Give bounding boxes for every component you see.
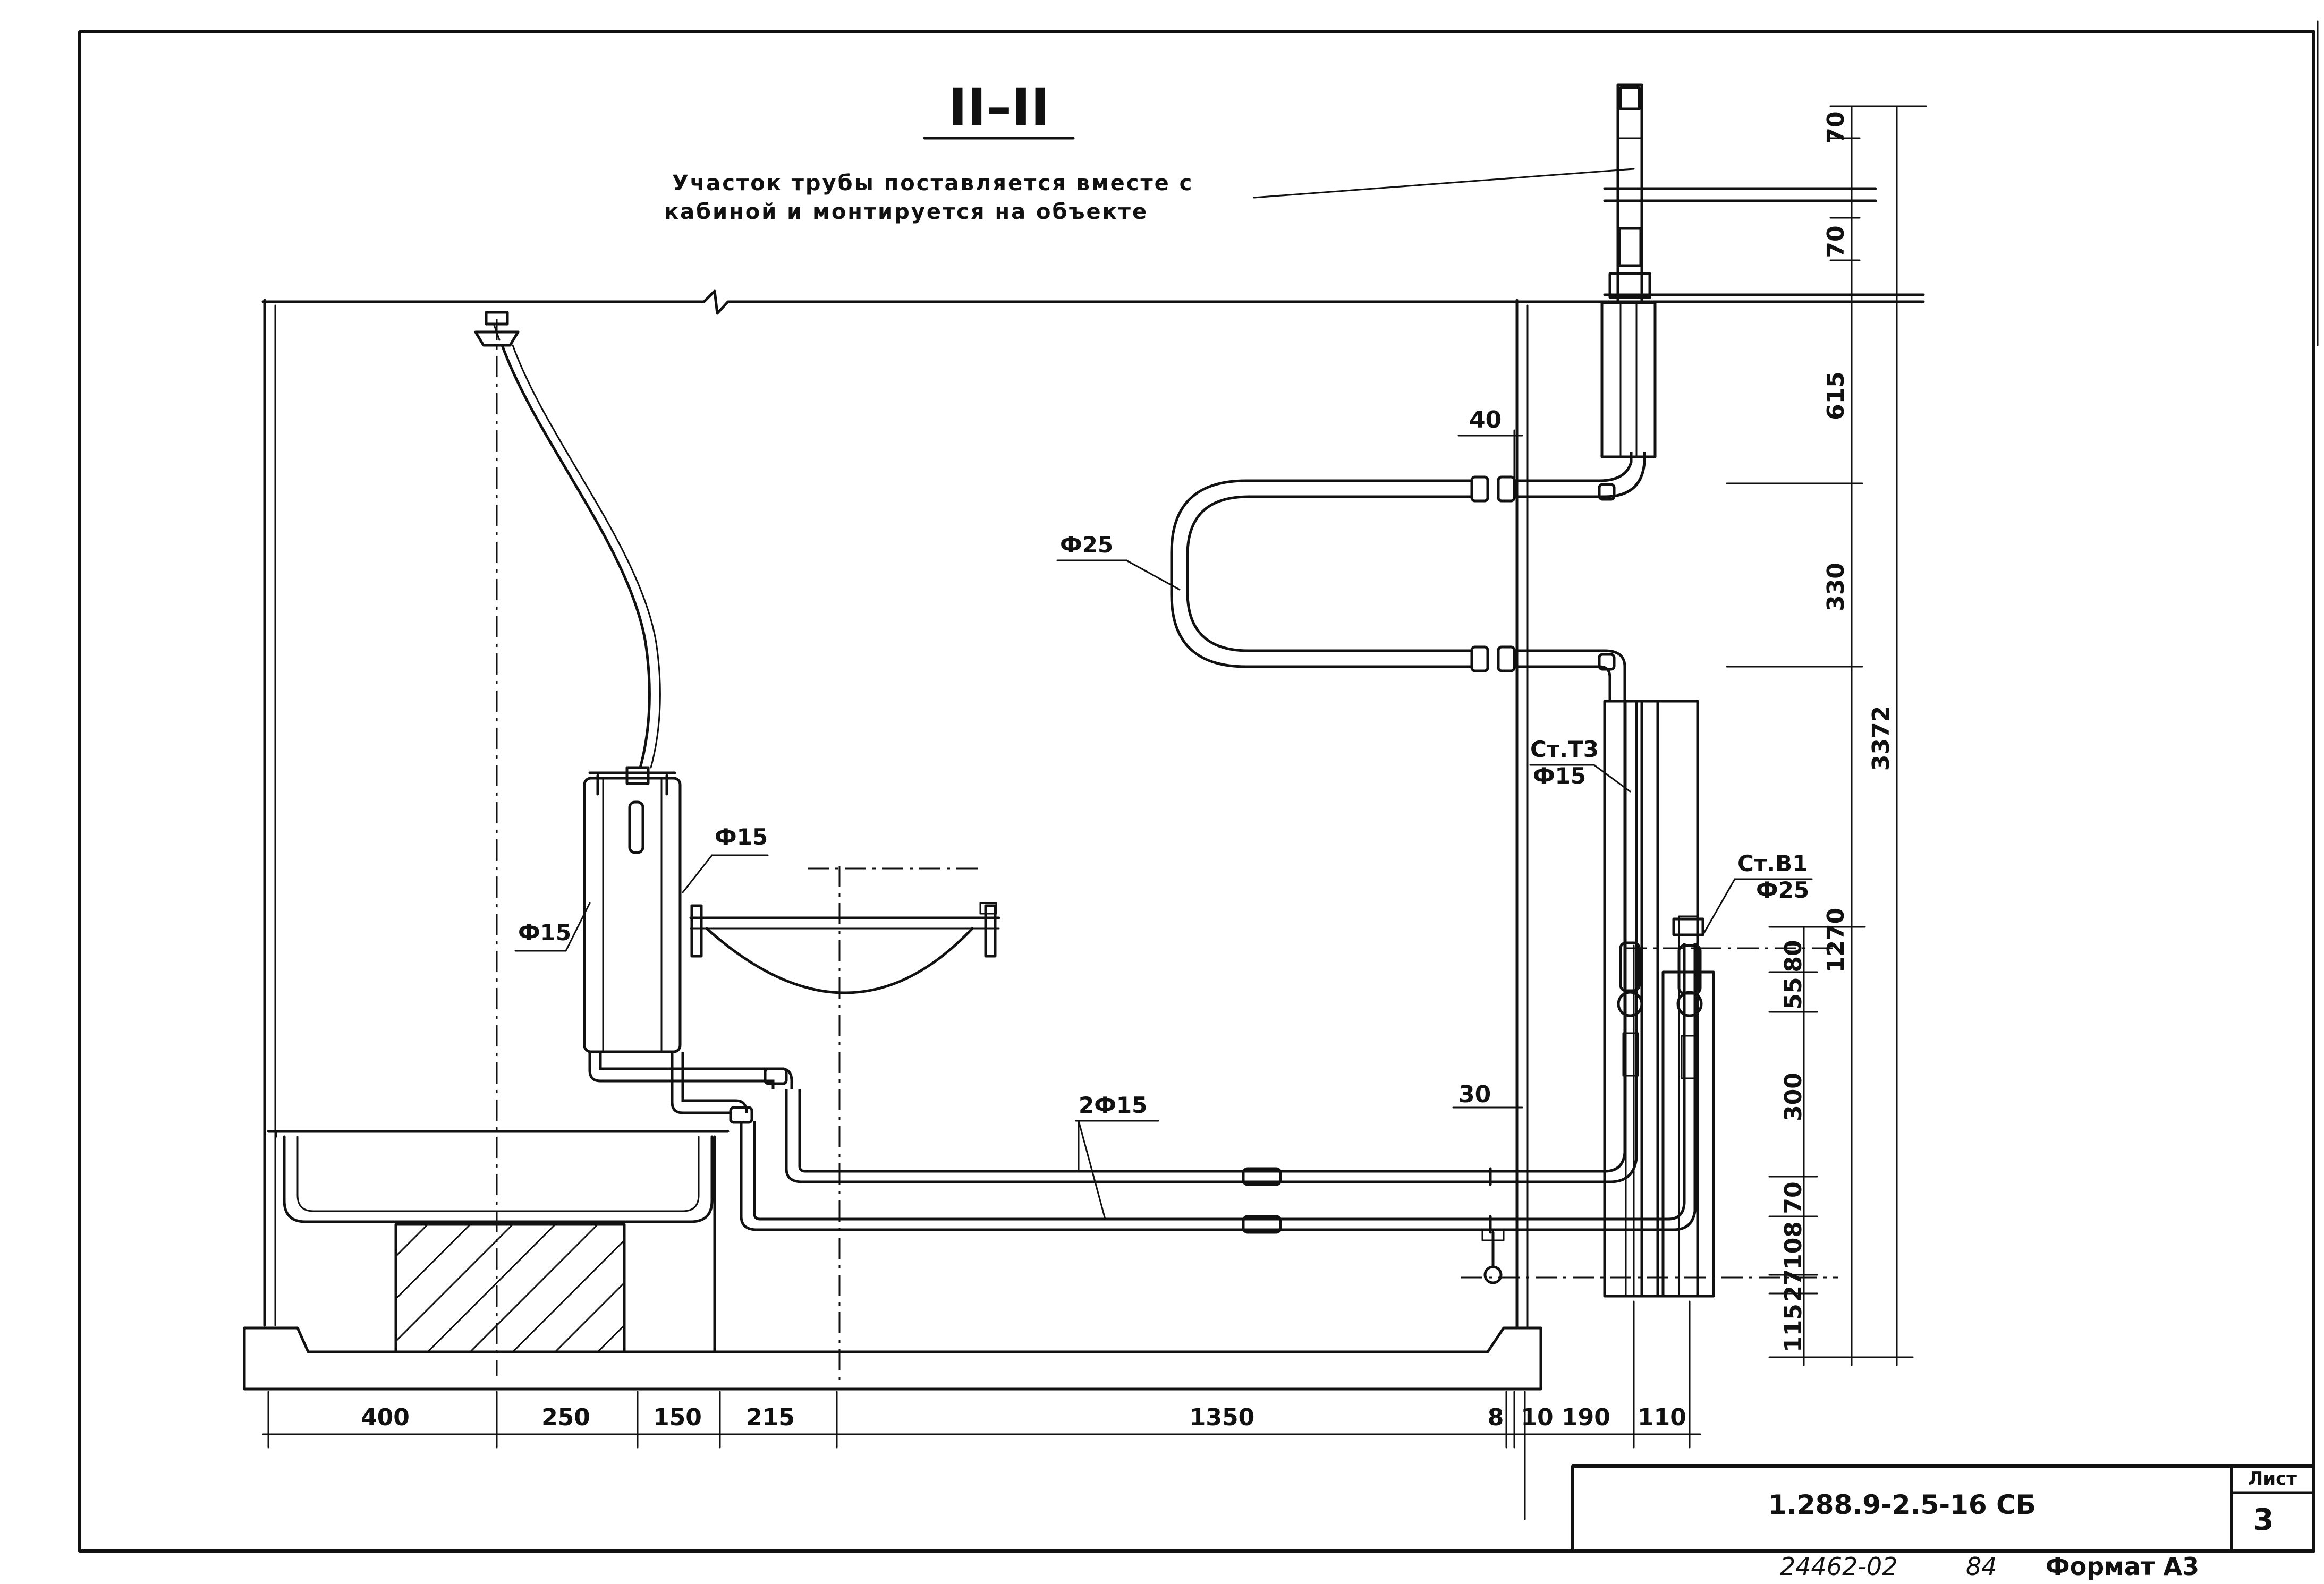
dim-bottom-8: 8: [1488, 1404, 1504, 1431]
right-dimension-chains: [1726, 105, 1927, 1366]
ceiling-break-mark: [702, 289, 730, 315]
label-st-b1-dia: Ф25: [1756, 877, 1809, 903]
dim-30: 30: [1458, 1081, 1491, 1108]
dim-bottom-10: 10: [1521, 1404, 1553, 1431]
dim-right-330: 330: [1822, 563, 1850, 611]
footer-format: Формат А3: [2046, 1552, 2199, 1581]
supply-pipes-2phi15: [588, 701, 1697, 1284]
label-st-t3-dia: Ф15: [1533, 763, 1586, 789]
label-phi15-left: Ф15: [518, 919, 571, 946]
bathtub-body: [283, 1135, 714, 1223]
dim-right-300: 300: [1780, 1072, 1807, 1121]
upper-riser: [1600, 83, 1925, 458]
title-block: [1571, 1464, 2315, 1553]
title-block-doc-code: 1.288.9-2.5-16 СБ: [1768, 1489, 2036, 1520]
shower-hose: [501, 344, 651, 769]
title-block-sheet-number: 3: [2253, 1503, 2274, 1537]
floor-slab: [243, 1326, 1542, 1391]
label-2phi15: 2Ф15: [1079, 1092, 1147, 1118]
footer-inventory: 24462-02: [1780, 1552, 1897, 1581]
dim-bottom-190: 190: [1562, 1404, 1610, 1431]
riser-st-b1: [1661, 915, 1715, 1298]
mixer-column: [583, 766, 682, 1053]
washbasin: [689, 902, 1000, 994]
drawing-frame: [78, 30, 2315, 1553]
dim-right-615: 615: [1822, 371, 1850, 420]
bathtub-support: [394, 1223, 626, 1353]
note-leader: [1253, 168, 1635, 199]
dim-bottom-400: 400: [361, 1404, 410, 1431]
dim-right-55: 55: [1780, 977, 1807, 1009]
leader-phi25-loop-b: [1125, 559, 1181, 591]
dim-right-70c: 70: [1780, 1181, 1807, 1214]
dim-right-70b: 70: [1822, 225, 1850, 258]
dim-bottom-150: 150: [653, 1404, 702, 1431]
leader-2phi15-a: [1078, 1120, 1106, 1220]
dim-right-27: 27: [1780, 1269, 1807, 1301]
title-block-sheet-label: Лист: [2248, 1468, 2297, 1489]
label-st-t3: Ст.Т3: [1530, 736, 1599, 762]
section-title: II–II: [948, 78, 1050, 137]
shower-hose-inner: [512, 344, 661, 769]
dim-bottom-1350: 1350: [1190, 1404, 1254, 1431]
dim-right-3372: 3372: [1868, 706, 1895, 771]
dim-right-115: 115: [1780, 1304, 1807, 1352]
dim-40: 40: [1469, 406, 1502, 433]
support-hatching: [395, 1223, 625, 1353]
dim-right-108: 108: [1780, 1221, 1807, 1270]
dim-right-80: 80: [1780, 940, 1807, 972]
dim-bottom-110: 110: [1638, 1404, 1686, 1431]
note-line-2: кабиной и монтируется на объекте: [664, 200, 1148, 224]
leader-phi15-left-b: [565, 902, 591, 952]
towel-warmer-loop-phi25: [1170, 452, 1646, 701]
leader-st-b1-b: [1702, 878, 1736, 936]
label-phi15-right: Ф15: [715, 824, 768, 850]
dim-right-70a: 70: [1822, 111, 1850, 143]
leader-st-t3-b: [1593, 764, 1631, 793]
footer-code: 84: [1966, 1552, 1997, 1581]
dim-right-1270: 1270: [1822, 908, 1850, 973]
dim-bottom-250: 250: [541, 1404, 590, 1431]
dim-bottom-215: 215: [746, 1404, 795, 1431]
leader-phi15-right-b: [682, 854, 713, 893]
label-phi25-loop: Ф25: [1060, 532, 1113, 558]
note-line-1: Участок трубы поставляется вместе с: [672, 171, 1193, 195]
shower-head: [474, 311, 520, 347]
label-st-b1: Ст.В1: [1737, 850, 1808, 876]
bathtub-inner: [296, 1136, 700, 1212]
bottom-dimension-chain: [262, 1300, 1701, 1520]
